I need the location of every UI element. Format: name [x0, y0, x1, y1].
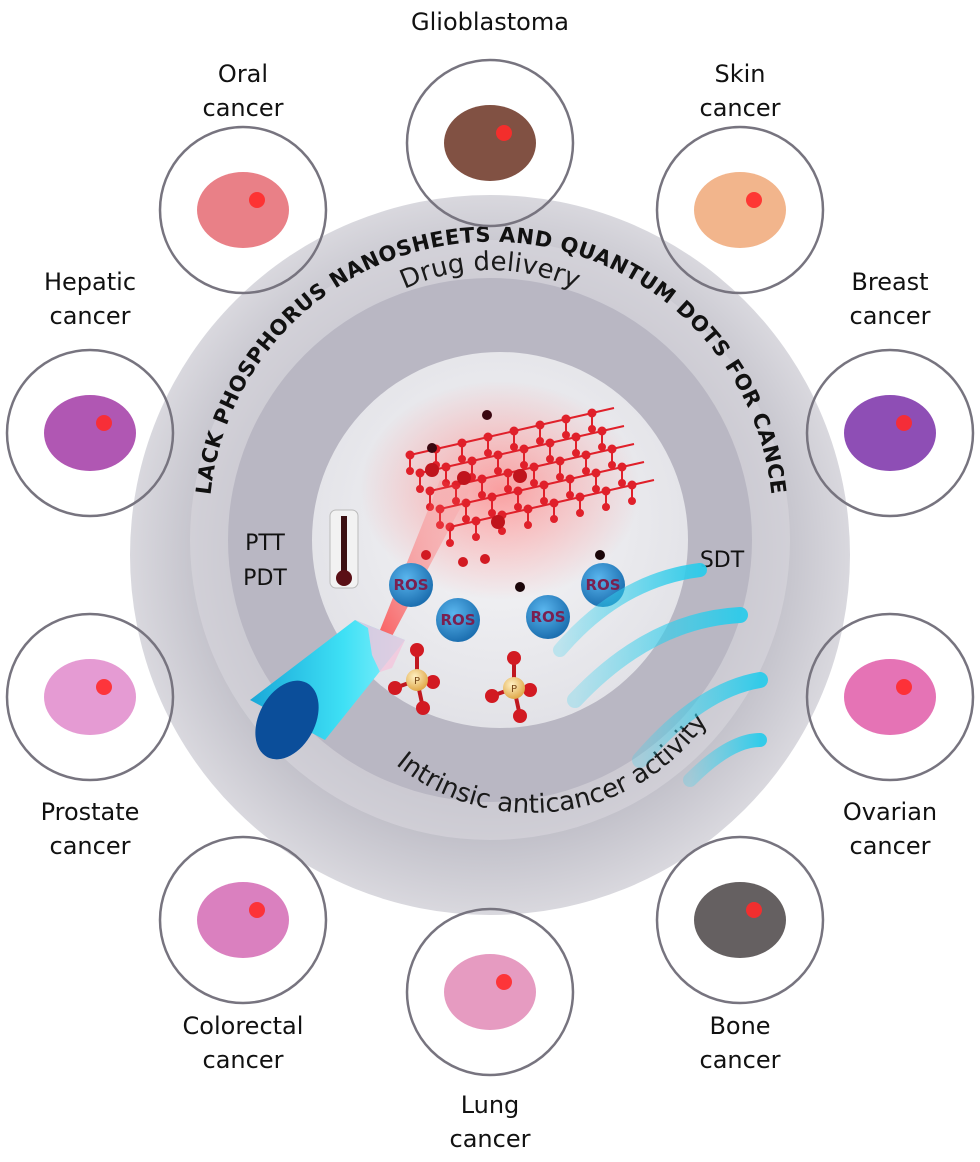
intestine-icon: [197, 882, 289, 958]
phosphate-molecule-icon: P: [388, 643, 440, 715]
cancer-label-line2: cancer: [50, 832, 131, 860]
cancer-item-glioblastoma: Glioblastoma: [405, 8, 575, 228]
thermometer-icon: [329, 509, 359, 589]
particle-dot: [482, 410, 492, 420]
ultrasound-waves-icon: [553, 563, 768, 787]
sdt-label: SDT: [700, 548, 745, 573]
cancer-item-breast: Breast cancer: [805, 268, 975, 518]
ros-label: ROS: [585, 576, 620, 594]
phosphorus-particles: [421, 410, 605, 592]
particle-dot: [595, 550, 605, 560]
cancer-label-line2: cancer: [700, 1046, 781, 1074]
cancer-label: Bone: [709, 1012, 770, 1040]
phosphate-molecule-icon: P: [485, 651, 537, 723]
organ-circle: [158, 125, 328, 295]
cancer-item-lung: Lung cancer: [405, 907, 575, 1153]
liver-icon: [44, 395, 136, 471]
cancer-item-oral: Oral cancer: [158, 60, 328, 295]
ros-sphere: ROS: [436, 598, 480, 642]
cancer-label-line2: cancer: [203, 1046, 284, 1074]
organ-circle: [405, 58, 575, 228]
particle-dot: [427, 443, 437, 453]
cancer-label-line2: cancer: [700, 94, 781, 122]
ptt-label: PTT: [245, 531, 285, 556]
cancer-label: Lung: [461, 1091, 520, 1119]
organ-circle: [655, 125, 825, 295]
bone-icon: [694, 882, 786, 958]
skin-tissue-icon: [694, 172, 786, 248]
cancer-label-line2: cancer: [203, 94, 284, 122]
organ-circle: [805, 348, 975, 518]
cancer-label: Colorectal: [183, 1012, 304, 1040]
cancer-item-skin: Skin cancer: [655, 60, 825, 295]
cancer-item-prostate: Prostate cancer: [5, 612, 175, 860]
ros-label: ROS: [530, 608, 565, 626]
cancer-label-line2: cancer: [450, 1125, 531, 1153]
cancer-label: Prostate: [41, 798, 140, 826]
cancer-label-line2: cancer: [850, 832, 931, 860]
particle-dot: [458, 557, 468, 567]
particle-dot: [421, 550, 431, 560]
phosphorus-label: P: [511, 684, 517, 695]
ros-sphere: ROS: [526, 595, 570, 639]
laser-device-icon: [250, 620, 405, 760]
bp-nanosheet-lattice-icon: [405, 407, 655, 547]
cancer-label: Oral: [218, 60, 268, 88]
cancer-label: Skin: [714, 60, 765, 88]
cancer-label: Ovarian: [843, 798, 937, 826]
particle-dot: [515, 582, 525, 592]
kidneys-prostate-icon: [44, 659, 136, 735]
ovary-uterus-icon: [844, 659, 936, 735]
organ-circle: [405, 907, 575, 1077]
brain-icon: [444, 105, 536, 181]
particle-dot: [480, 554, 490, 564]
cancer-label: Breast: [851, 268, 928, 296]
phosphorus-label: P: [414, 676, 420, 687]
cancer-item-colorectal: Colorectal cancer: [158, 835, 328, 1074]
ros-sphere: ROS: [389, 563, 433, 607]
ros-label: ROS: [440, 611, 475, 629]
cancer-item-bone: Bone cancer: [655, 835, 825, 1074]
organ-circle: [158, 835, 328, 1005]
lungs-icon: [444, 954, 536, 1030]
cancer-label-line2: cancer: [50, 302, 131, 330]
cancer-item-hepatic: Hepatic cancer: [5, 268, 175, 518]
pdt-label: PDT: [243, 566, 287, 591]
organ-circle: [5, 612, 175, 782]
organ-circle: [805, 612, 975, 782]
organ-circle: [5, 348, 175, 518]
ros-particles: ROS ROS ROS ROS: [389, 563, 625, 642]
cancer-label-line2: cancer: [850, 302, 931, 330]
teeth-mouth-icon: [197, 172, 289, 248]
phosphate-molecules: PP: [388, 643, 537, 723]
cancer-item-ovarian: Ovarian cancer: [805, 612, 975, 860]
cancer-label: Hepatic: [44, 268, 136, 296]
ros-label: ROS: [393, 576, 428, 594]
breast-tumor-icon: [844, 395, 936, 471]
cancer-label: Glioblastoma: [411, 8, 569, 36]
organ-circle: [655, 835, 825, 1005]
